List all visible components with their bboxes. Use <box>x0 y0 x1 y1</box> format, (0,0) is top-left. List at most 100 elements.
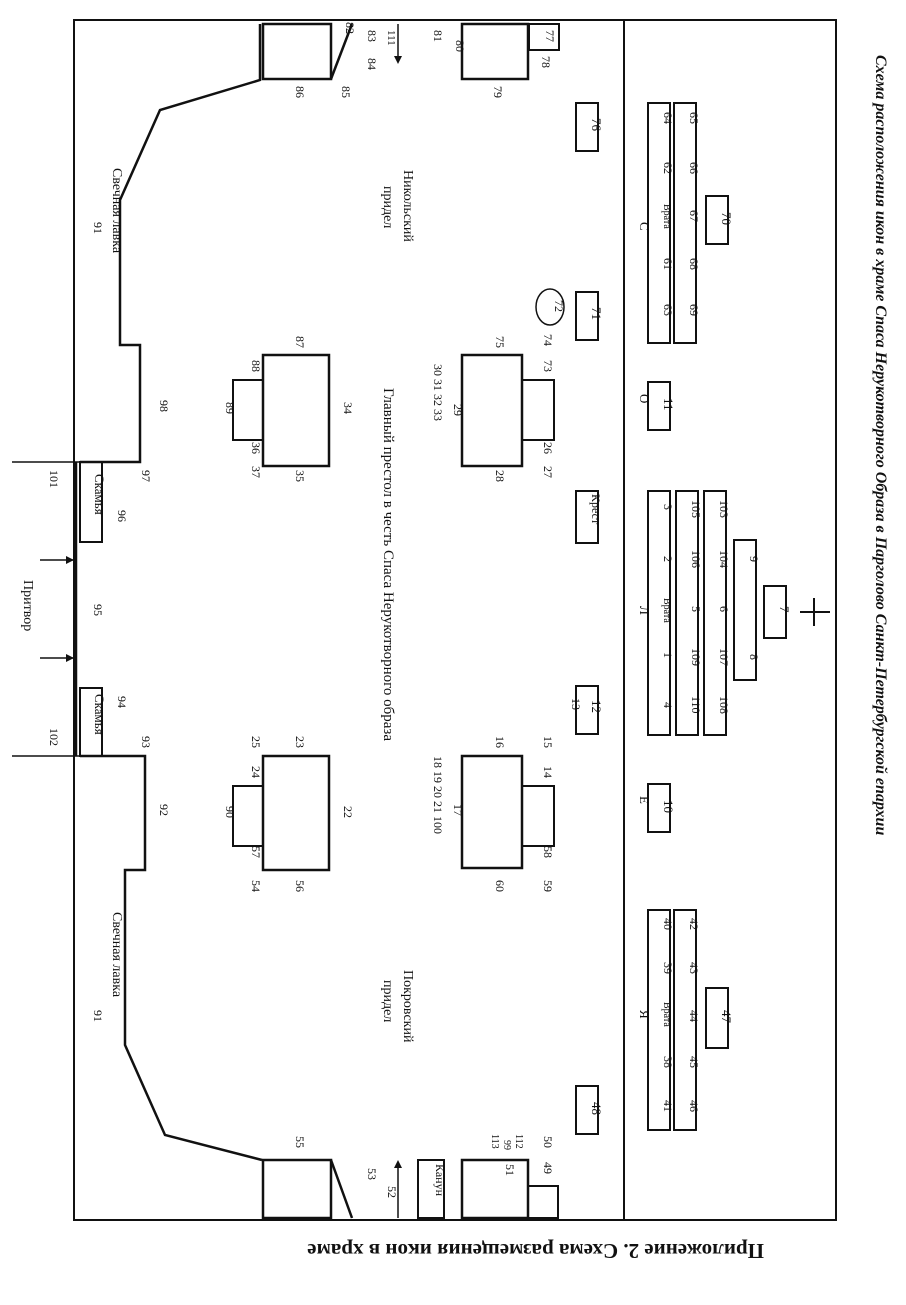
im-109: 109 <box>689 648 703 666</box>
box-north-altar <box>460 22 530 81</box>
label-main-altar: Главный престол в честь Спаса Нерукотвор… <box>380 388 396 741</box>
num-26: 26 <box>541 442 555 454</box>
is-gate: Врата <box>661 1002 672 1027</box>
num-96: 96 <box>115 510 129 522</box>
bench-south <box>79 687 103 757</box>
num-53: 53 <box>365 1168 379 1180</box>
west-wall-south <box>80 754 263 1162</box>
im-107: 107 <box>717 648 731 666</box>
box-south-west <box>261 1158 333 1220</box>
box-south-altar <box>460 1158 530 1220</box>
num-93: 93 <box>139 736 153 748</box>
box-48 <box>575 1085 599 1135</box>
num-47: 47 <box>719 1010 734 1024</box>
num-112: 112 <box>513 1134 524 1149</box>
north-iconostasis-inner <box>647 102 671 344</box>
num-97: 97 <box>139 470 153 482</box>
im-104: 104 <box>717 550 731 568</box>
is-38: 38 <box>661 1056 675 1068</box>
num-12: 12 <box>589 700 604 713</box>
num-84: 84 <box>365 58 379 70</box>
arrow-111-head-icon <box>394 56 402 64</box>
outer-frame <box>73 19 837 1221</box>
label-nikolsky-1: Никольский <box>400 170 415 242</box>
num-49: 49 <box>541 1162 555 1174</box>
num-60: 60 <box>493 880 507 892</box>
ino-66: 66 <box>687 162 701 174</box>
im-108: 108 <box>717 696 731 714</box>
im-1: 1 <box>661 652 675 658</box>
is-45: 45 <box>687 1056 701 1068</box>
num-111: 111 <box>385 30 397 46</box>
table-inner-north-side <box>232 379 264 441</box>
page-title: Схема расположения икон в храме Спаса Не… <box>872 55 889 835</box>
box-12 <box>575 685 599 735</box>
num-76: 76 <box>589 118 604 132</box>
num-50: 50 <box>541 1136 555 1148</box>
box-71 <box>575 291 599 341</box>
num-7: 7 <box>777 606 792 613</box>
is-41: 41 <box>661 1100 675 1112</box>
title-text: Схема расположения икон в храме Спаса Не… <box>872 55 889 835</box>
plan-labels <box>12 19 837 1221</box>
ino-63: 63 <box>661 304 675 316</box>
num-48: 48 <box>589 1102 604 1115</box>
is-44: 44 <box>687 1010 701 1022</box>
label-narthex: Притвор <box>20 580 35 631</box>
im-2: 2 <box>661 556 675 562</box>
num-27: 27 <box>541 466 555 478</box>
circle-72 <box>535 288 565 326</box>
num-17: 17 <box>451 804 465 816</box>
im-8: 8 <box>747 654 761 660</box>
num-22: 22 <box>341 806 355 818</box>
box-11 <box>647 381 671 431</box>
south-iconostasis-outer <box>673 909 697 1131</box>
north-iconostasis-outer <box>673 102 697 344</box>
altar-table-north <box>460 353 524 468</box>
num-91-north: 91 <box>91 222 105 234</box>
num-95: 95 <box>91 604 105 616</box>
main-iconostasis-b <box>675 490 699 736</box>
num-88: 88 <box>249 360 263 372</box>
is-40: 40 <box>661 918 675 930</box>
num-15: 15 <box>541 736 555 748</box>
main-iconostasis-a <box>703 490 727 736</box>
num-57: 57 <box>249 846 263 858</box>
im-4: 4 <box>661 702 675 708</box>
ino-65: 65 <box>687 112 701 124</box>
num-11: 11 <box>661 398 676 411</box>
num-81: 81 <box>431 30 445 42</box>
num-52: 52 <box>385 1186 399 1198</box>
box-cross <box>575 490 599 544</box>
arrow-52-head-icon <box>394 1160 402 1168</box>
altar-table-north-side <box>521 379 555 441</box>
num-102: 102 <box>47 728 61 746</box>
num-35: 35 <box>293 470 307 482</box>
ino-gate-n: Врата <box>661 204 672 229</box>
box-76 <box>575 102 599 152</box>
num-72: 72 <box>552 300 566 312</box>
num-18-100: 18 19 20 21 100 <box>431 756 445 834</box>
num-79: 79 <box>491 86 505 98</box>
label-kanun: Канун <box>433 1164 447 1197</box>
ino-64: 64 <box>661 112 675 124</box>
num-86: 86 <box>293 86 307 98</box>
ino-67: 67 <box>687 210 701 222</box>
is-43: 43 <box>687 962 701 974</box>
num-75: 75 <box>493 336 507 348</box>
num-87: 87 <box>293 336 307 348</box>
box-7 <box>763 585 787 639</box>
num-54: 54 <box>249 880 263 892</box>
south-iconostasis-inner <box>647 909 671 1131</box>
label-bench-south: Скамья <box>92 694 107 735</box>
ino-61: 61 <box>661 258 675 270</box>
table-inner-south-side <box>232 785 264 847</box>
text-labels: Никольский придел Покровский придел Глав… <box>20 22 792 1198</box>
num-37: 37 <box>249 466 263 478</box>
box-north-west <box>261 22 333 81</box>
num-94: 94 <box>115 696 129 708</box>
ino-62: 62 <box>661 162 675 174</box>
west-wall-north <box>80 24 262 464</box>
